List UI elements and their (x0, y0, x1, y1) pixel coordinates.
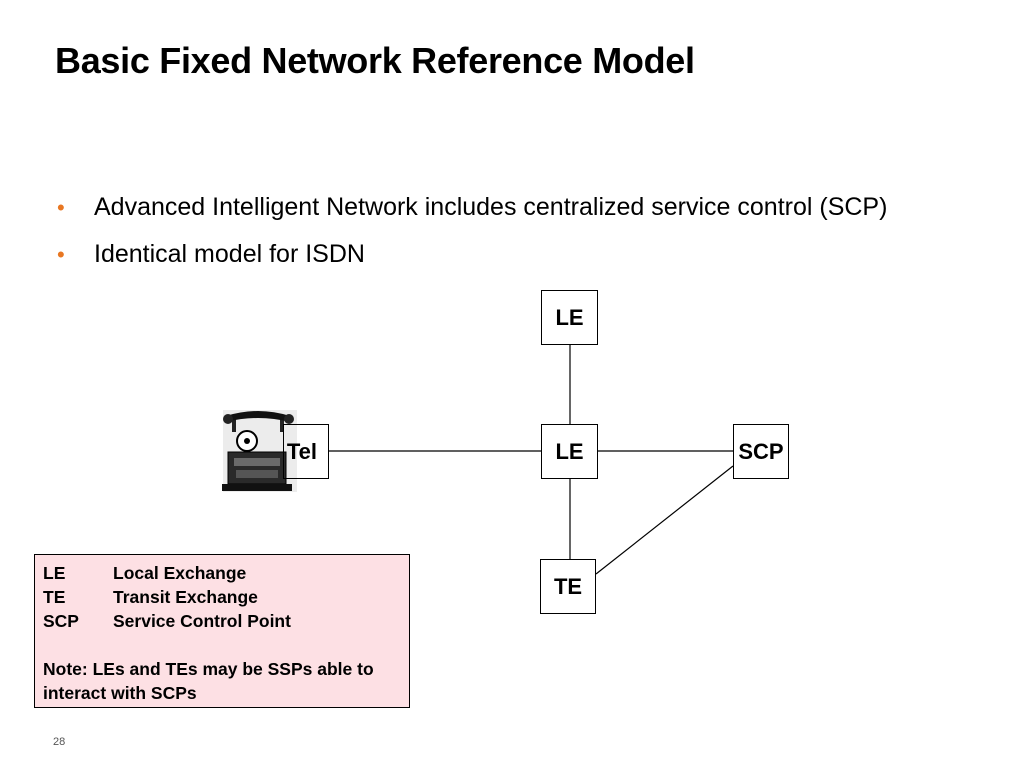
bullet-text: Identical model for ISDN (94, 240, 365, 268)
legend-row: LE Local Exchange (43, 561, 401, 585)
node-te: TE (540, 559, 596, 614)
bullet-text: Advanced Intelligent Network includes ce… (94, 193, 888, 221)
bullet-dot: • (57, 242, 65, 267)
legend-abbr: SCP (43, 611, 79, 631)
slide-title: Basic Fixed Network Reference Model (55, 40, 695, 81)
node-label: Tel (286, 438, 317, 464)
node-scp: SCP (733, 424, 789, 479)
legend-meaning: Service Control Point (113, 611, 291, 631)
legend-meaning: Local Exchange (113, 563, 247, 583)
node-le-top: LE (541, 290, 598, 345)
bullet-item: • Identical model for ISDN (55, 239, 955, 270)
legend-meaning: Transit Exchange (113, 587, 258, 607)
legend-row: SCP Service Control Point (43, 609, 401, 633)
legend-abbr: TE (43, 587, 66, 607)
bullet-dot: • (57, 195, 65, 220)
node-le-center: LE (541, 424, 598, 479)
node-label: SCP (738, 438, 784, 464)
bullet-list: • Advanced Intelligent Network includes … (55, 192, 955, 286)
node-label: LE (555, 304, 584, 330)
node-label: LE (555, 438, 584, 464)
node-tel: Tel (283, 424, 329, 479)
legend-abbr: LE (43, 563, 66, 583)
legend-note: Note: LEs and TEs may be SSPs able to in… (43, 659, 374, 703)
page-number: 28 (53, 736, 66, 748)
legend-box: LE Local Exchange TE Transit Exchange SC… (34, 554, 410, 708)
node-label: TE (553, 573, 583, 599)
bullet-item: • Advanced Intelligent Network includes … (55, 192, 955, 223)
link-te-scp (595, 465, 734, 575)
legend-row: TE Transit Exchange (43, 585, 401, 609)
